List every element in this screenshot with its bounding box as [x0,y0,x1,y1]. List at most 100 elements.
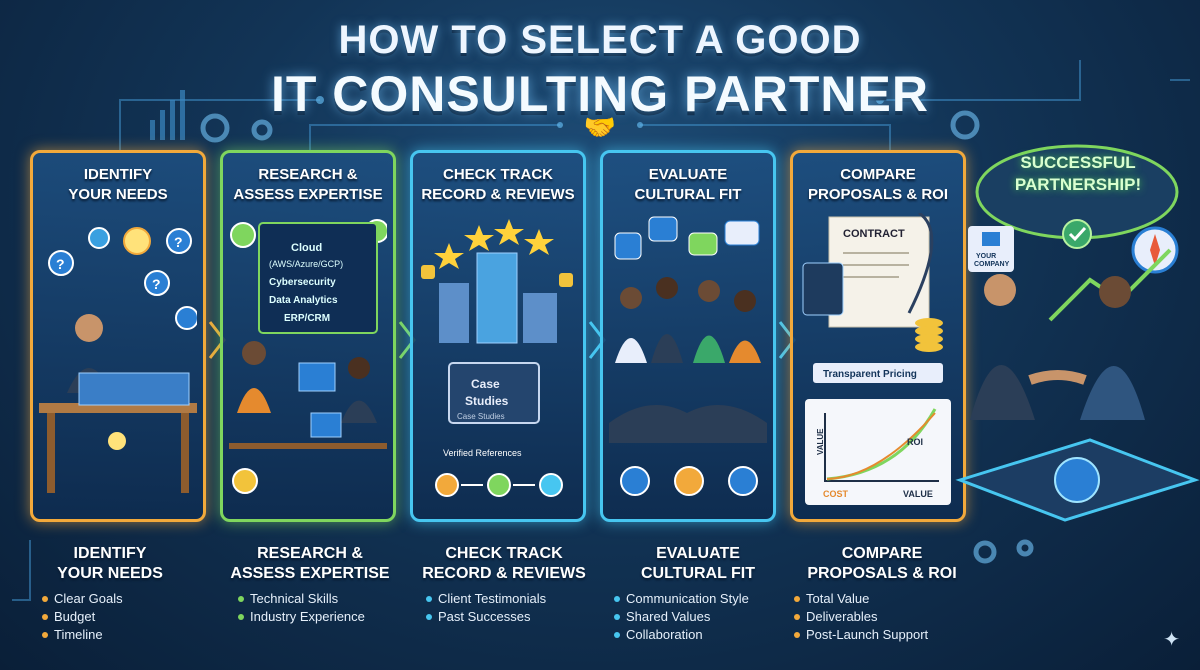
gear-icon [614,232,642,260]
book-text-1: Case [471,377,500,391]
panel-heading-line-2: CULTURAL FIT [634,186,742,203]
proposal-illustration: CONTRACT Transparent Pricing VALUE ROI C… [802,213,951,505]
list-item: Client Testimonials [424,590,604,608]
column-title-line-1: IDENTIFY [73,545,147,562]
expertise-illustration: Cloud (AWS/Azure/GCP) Cybersecurity Data… [229,219,387,494]
bullet-list: Total Value Deliverables Post-Launch Sup… [782,590,982,644]
list-item: Total Value [792,590,982,608]
column-research-expertise: RESEARCH & ASSESS EXPERTISE Technical Sk… [210,544,410,626]
checkmark-badge-icon [230,222,256,248]
company-badge [968,226,1014,272]
panel-track-record: CHECK TRACK RECORD & REVIEWS Case Studie… [410,150,586,522]
column-title-line-1: EVALUATE [656,545,740,562]
list-item: Clear Goals [40,590,210,608]
list-item: Budget [40,608,210,626]
chat-bubble-icon [724,220,760,246]
column-title: EVALUATE CULTURAL FIT [598,544,798,584]
screen-text-1: Cloud [291,242,322,254]
list-item: Shared Values [612,608,798,626]
reference-avatar [539,473,563,497]
list-item: Timeline [40,626,210,644]
case-studies-book [448,362,540,424]
calculator-icon [802,262,844,316]
column-title-line-1: RESEARCH & [257,545,363,562]
transparent-pricing-label: Transparent Pricing [823,369,917,380]
book-spine-text: Case Studies [457,412,505,421]
panel-heading: RESEARCH & ASSESS EXPERTISE [223,165,393,205]
success-gear-badge [975,144,1179,249]
panel-cultural-fit: EVALUATE CULTURAL FIT [600,150,776,522]
verified-references-label: Verified References [443,448,522,458]
column-title: CHECK TRACK RECORD & REVIEWS [404,544,604,584]
panel-heading-line-2: PROPOSALS & ROI [807,186,949,203]
bullet-list: Clear Goals Budget Timeline [10,590,210,644]
list-item: Past Successes [424,608,604,626]
panel-heading: CHECK TRACK RECORD & REVIEWS [413,165,583,205]
planning-illustration: ? ? ? [39,227,197,493]
column-title-line-2: PROPOSALS & ROI [807,565,957,582]
panel-research-expertise: RESEARCH & ASSESS EXPERTISE Cloud (AWS/A… [220,150,396,522]
company-label-1: YOUR [976,253,996,260]
panel-heading-line-2: RECORD & REVIEWS [421,186,575,203]
company-label-2: COMPANY [974,261,1010,268]
coins-icon [915,318,943,352]
panel-heading: IDENTIFY YOUR NEEDS [33,165,203,205]
screen-text-4: Data Analytics [269,295,338,306]
title-line-1: HOW TO SELECT A GOOD [338,18,862,62]
list-item: Technical Skills [236,590,410,608]
panel-heading-line-1: EVALUATE [648,166,728,183]
column-title-line-2: CULTURAL FIT [640,565,756,582]
success-line-1: SUCCESSFUL [1020,153,1136,172]
column-title-line-1: COMPARE [841,545,923,562]
column-compare-proposals: COMPARE PROPOSALS & ROI Total Value Deli… [782,544,982,644]
contract-label: CONTRACT [843,228,905,240]
svg-text:?: ? [56,256,65,272]
graph-y-label: VALUE [816,428,825,455]
success-line-2: PARTNERSHIP! [1014,175,1142,194]
column-title: IDENTIFY YOUR NEEDS [10,544,210,584]
success-message: SUCCESSFUL PARTNERSHIP! [990,152,1166,196]
graph-x-label: VALUE [903,489,933,499]
title-line-2: IT CONSULTING PARTNER [270,66,929,122]
panel-compare-proposals: COMPARE PROPOSALS & ROI CONTRACT Transpa… [790,150,966,522]
svg-text:?: ? [174,234,183,250]
screen-text-3: Cybersecurity [269,277,336,288]
panel-heading: COMPARE PROPOSALS & ROI [793,165,963,205]
graph-roi-label: ROI [907,437,923,447]
list-item: Industry Experience [236,608,410,626]
list-item: Deliverables [792,608,982,626]
graph-cost-label: COST [823,489,849,499]
list-item: Communication Style [612,590,798,608]
bullet-list: Client Testimonials Past Successes [404,590,604,626]
column-title: RESEARCH & ASSESS EXPERTISE [210,544,410,584]
handshake-icon: 🤝 [583,112,617,142]
book-text-2: Studies [465,394,509,408]
column-track-record: CHECK TRACK RECORD & REVIEWS Client Test… [404,544,604,626]
column-title: COMPARE PROPOSALS & ROI [782,544,982,584]
panel-heading-line-2: YOUR NEEDS [68,186,168,203]
page-title: HOW TO SELECT A GOOD IT CONSULTING PARTN… [0,18,1200,123]
chat-bubble-icon [688,232,718,256]
quill-icon [907,213,934,314]
list-item: Collaboration [612,626,798,644]
screen-text-2: (AWS/Azure/GCP) [269,259,343,269]
bullet-list: Technical Skills Industry Experience [210,590,410,626]
star-rating-icon [434,219,554,269]
panel-heading-line-1: RESEARCH & [258,166,358,183]
column-cultural-fit: EVALUATE CULTURAL FIT Communication Styl… [598,544,798,644]
panel-heading-line-1: COMPARE [840,166,916,183]
monitor [258,222,378,334]
column-title-line-2: RECORD & REVIEWS [422,565,586,582]
column-identify-needs: IDENTIFY YOUR NEEDS Clear Goals Budget T… [10,544,210,644]
panel-heading-line-1: IDENTIFY [83,166,153,183]
wrench-icon [648,216,678,242]
handshake-icon [1028,370,1087,385]
sparkle-icon: ✦ [1163,629,1180,651]
handshake-icon [609,405,767,443]
thumbs-up-icon [559,273,573,287]
reference-avatar [435,473,459,497]
column-title-line-1: CHECK TRACK [445,545,563,562]
bullet-list: Communication Style Shared Values Collab… [598,590,798,644]
panel-heading: EVALUATE CULTURAL FIT [603,165,773,205]
panel-heading-line-1: CHECK TRACK [443,166,553,183]
